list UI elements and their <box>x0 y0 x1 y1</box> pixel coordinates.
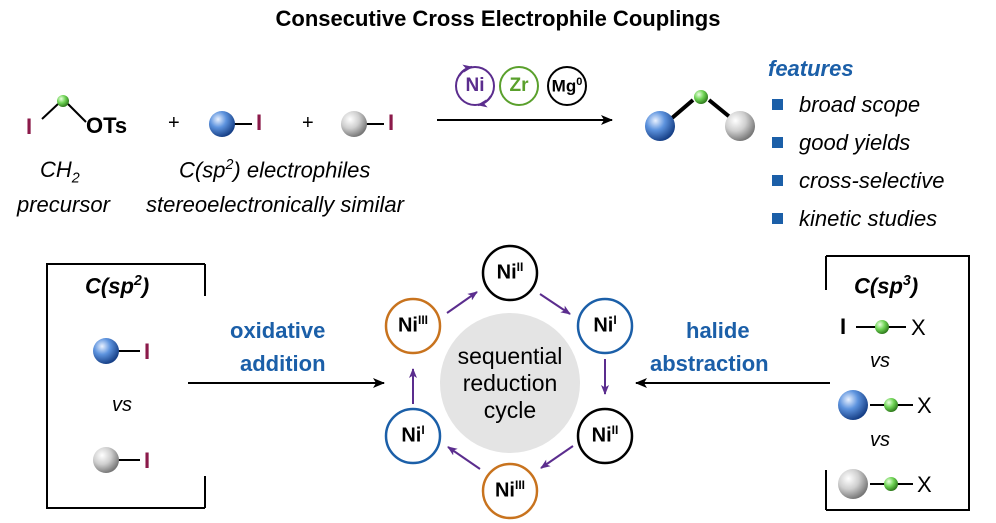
ni-node-label: NiIII <box>397 313 428 337</box>
sp2-box-label: C(sp2) <box>85 273 150 299</box>
iodide-label: I <box>388 110 395 135</box>
x-leaving-group-label: X <box>917 472 932 497</box>
ni-node-label: NiII <box>496 260 524 284</box>
feature-item: cross-selective <box>772 168 944 194</box>
right-bracket-box <box>825 255 970 511</box>
sp3-box-label: C(sp3) <box>854 273 919 299</box>
blue-electrophile-molecule <box>209 111 252 137</box>
zr-catalyst-label: Zr <box>509 75 529 96</box>
blue-sphere-icon <box>209 111 235 137</box>
tosylate-label: OTs <box>86 113 128 138</box>
precursor-caption: precursor <box>17 192 110 217</box>
abstraction-label: abstraction <box>650 351 769 376</box>
blue-sphere-icon <box>93 338 119 364</box>
iodide-label: I <box>840 314 847 339</box>
iodide-label: I <box>256 110 263 135</box>
blue-sphere-icon <box>838 390 868 420</box>
electrophiles-caption: C(sp2) electrophiles <box>179 157 371 183</box>
zr-catalyst-circle <box>499 66 539 106</box>
plus-sign: + <box>168 112 180 134</box>
product-molecule <box>645 90 755 141</box>
green-sphere-icon <box>57 95 69 107</box>
x-leaving-group-label: X <box>911 315 926 340</box>
bullet-square-icon <box>772 99 783 110</box>
cycle-node-ni-i-right <box>576 297 634 355</box>
gray-electrophile-molecule <box>341 111 384 137</box>
left-bracket-box <box>46 263 206 509</box>
feature-item: kinetic studies <box>772 206 937 232</box>
vs-label: vs <box>870 350 890 372</box>
plus-sign: + <box>302 112 314 134</box>
electrophiles-caption-line2: stereoelectronically similar <box>146 192 404 217</box>
iodide-label: I <box>144 448 151 473</box>
cycle-arrows <box>409 291 609 470</box>
bullet-square-icon <box>772 213 783 224</box>
ni-node-label: NiII <box>591 423 619 447</box>
gray-sphere-icon <box>838 469 868 499</box>
cycle-center-line: sequential <box>457 343 563 369</box>
green-sphere-icon <box>884 398 898 412</box>
ch2-precursor-molecule <box>41 95 87 123</box>
gray-sphere-icon <box>93 447 119 473</box>
cycle-node-ni-iii-left <box>384 297 442 355</box>
gray-sphere-icon <box>725 111 755 141</box>
feature-item: good yields <box>772 130 910 156</box>
green-sphere-icon <box>875 320 889 334</box>
blue-sphere-icon <box>645 111 675 141</box>
bullet-square-icon <box>772 137 783 148</box>
ni-cycle-arrow-icon <box>458 64 473 77</box>
ni-node-label: NiIII <box>494 478 525 502</box>
ni-node-label: NiI <box>401 423 425 447</box>
cycle-node-ni-ii-top <box>481 244 539 302</box>
vs-label: vs <box>112 394 132 416</box>
iodide-label: I <box>26 114 33 139</box>
vs-label: vs <box>870 429 890 451</box>
feature-item: broad scope <box>772 92 920 118</box>
cycle-node-ni-iii-bottom <box>481 462 539 520</box>
addition-label: addition <box>240 351 326 376</box>
ni-cycle-arrow-icon <box>477 95 492 108</box>
features-heading: features <box>768 56 854 81</box>
bullet-square-icon <box>772 175 783 186</box>
cycle-center-line: cycle <box>483 397 537 423</box>
green-sphere-icon <box>884 477 898 491</box>
halide-label: halide <box>686 318 750 343</box>
cycle-center-disc <box>440 313 580 453</box>
ni-node-label: NiI <box>593 313 617 337</box>
mg-reductant-label: Mg0 <box>551 76 583 96</box>
ni-catalyst-circle <box>455 66 495 106</box>
x-leaving-group-label: X <box>917 393 932 418</box>
ch2-caption: CH2 <box>40 157 80 187</box>
ni-catalyst-label: Ni <box>465 75 485 96</box>
cycle-center-text: sequential reduction cycle <box>440 343 580 424</box>
oxidative-label: oxidative <box>230 318 326 343</box>
cycle-node-ni-i-lower-left <box>384 407 442 465</box>
iodide-label: I <box>144 339 151 364</box>
gray-sphere-icon <box>341 111 367 137</box>
green-sphere-icon <box>694 90 708 104</box>
cycle-center-line: reduction <box>462 370 558 396</box>
mg-reductant-circle <box>547 66 587 106</box>
scheme-title: Consecutive Cross Electrophile Couplings <box>275 6 721 31</box>
cycle-node-ni-ii-lower-right <box>576 407 634 465</box>
